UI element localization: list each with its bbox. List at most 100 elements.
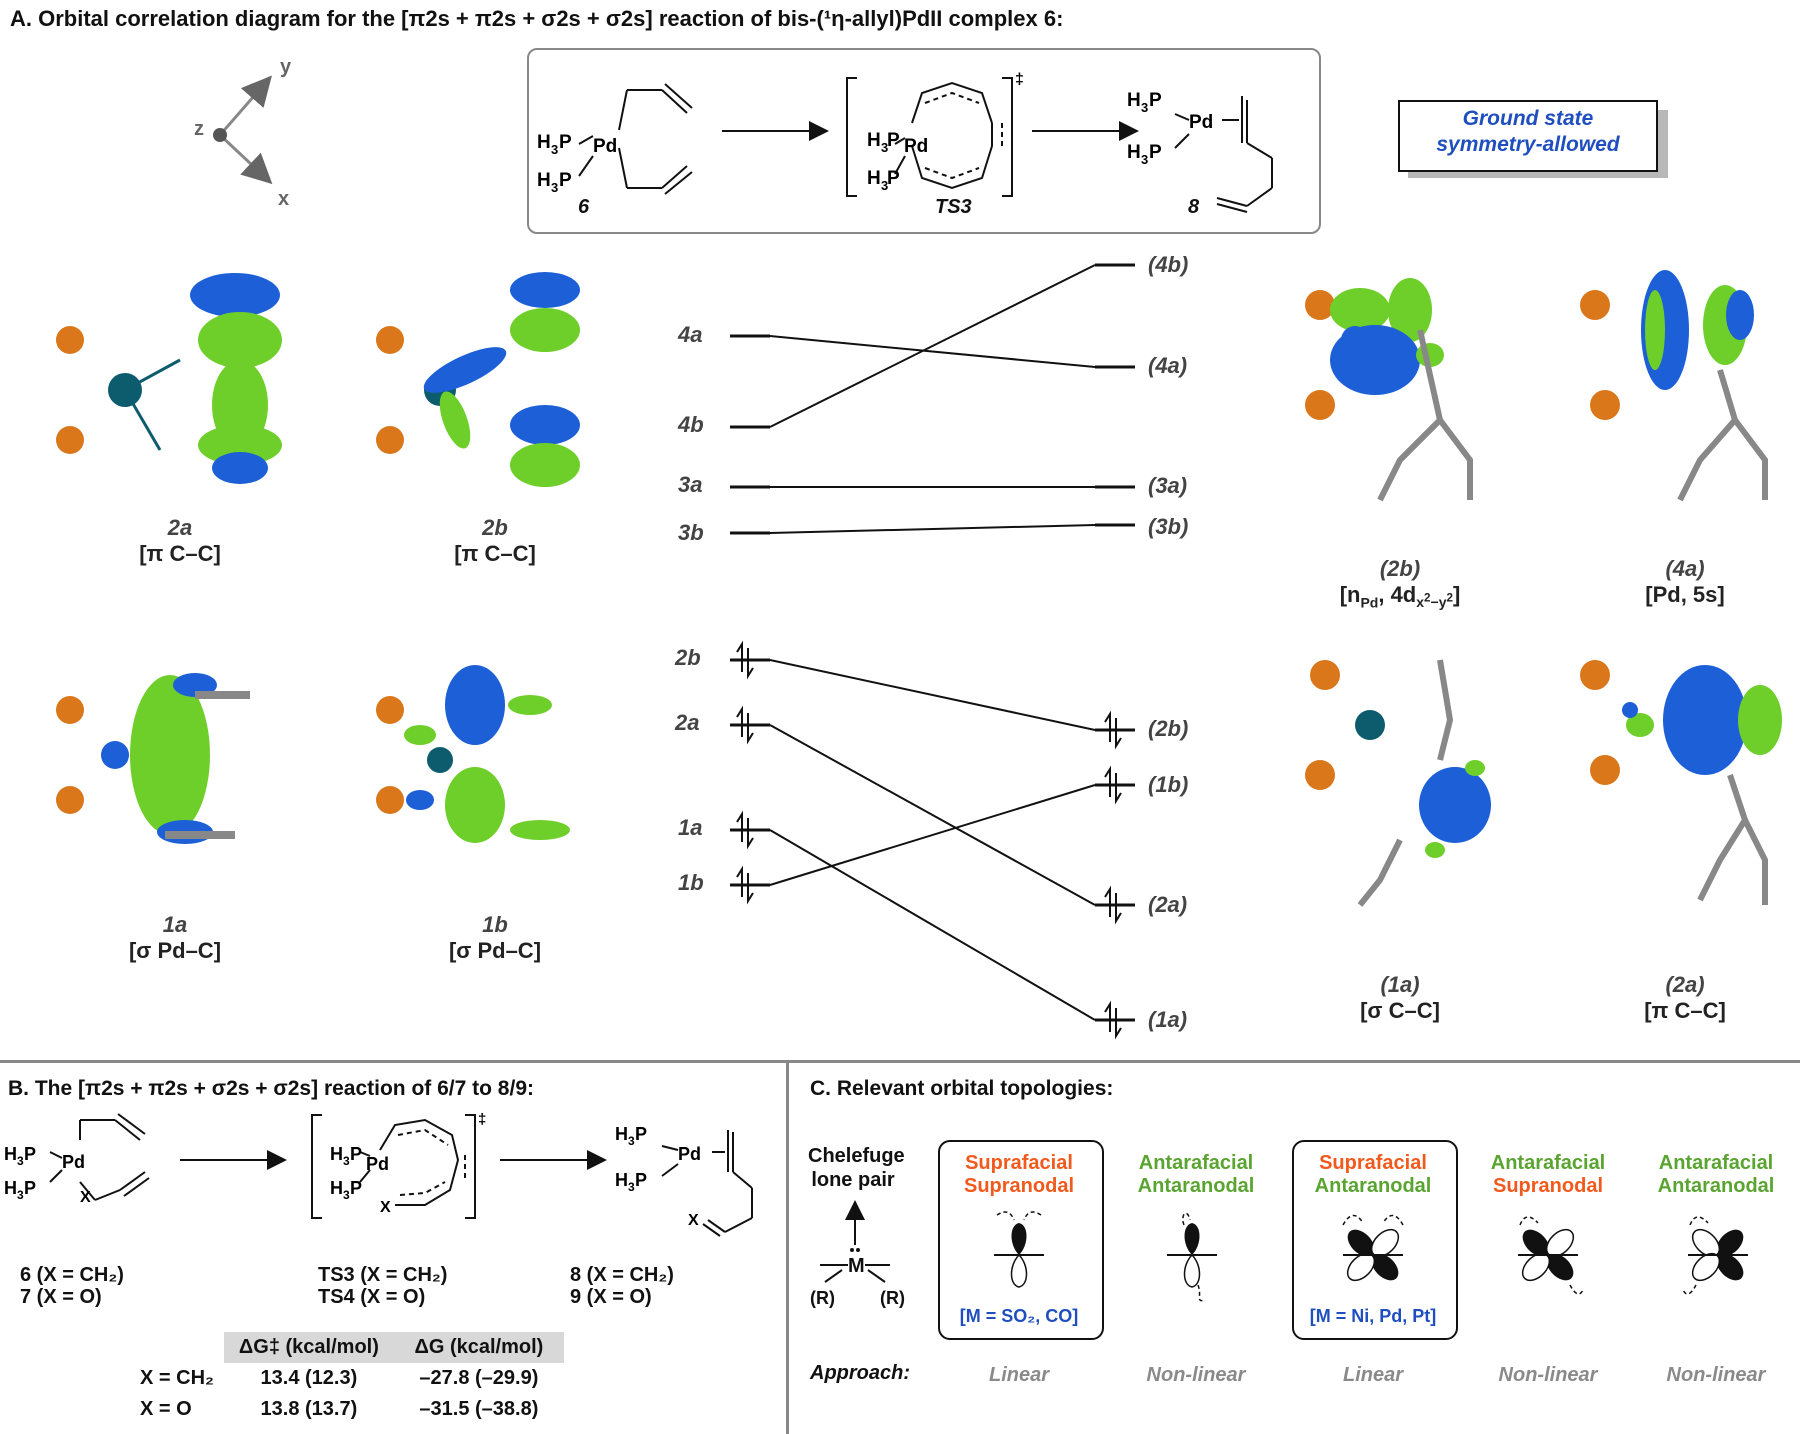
svg-text:3: 3 <box>881 178 888 193</box>
orbital-caption-1a: 1a [σ Pd–C] <box>128 912 222 963</box>
svg-text:P: P <box>559 132 572 153</box>
level-left-2b: 2b <box>675 645 701 670</box>
orbital-2b <box>376 272 580 487</box>
topology-2-label: Antarafacial Antaranodal <box>1137 1152 1255 1197</box>
level-right-4b: (4b) <box>1148 252 1189 277</box>
topology-3-label: Suprafacial Antaranodal <box>1314 1152 1432 1197</box>
orbital-caption-1b: 1b [σ Pd–C] <box>448 912 542 963</box>
orbital-r-2a <box>1580 660 1782 905</box>
level-right-3b: (3b) <box>1148 514 1189 539</box>
svg-text:Pd: Pd <box>678 1144 701 1164</box>
svg-text:P: P <box>350 1178 362 1198</box>
level-right-2a: (2a) <box>1148 892 1188 917</box>
orbital-r-4a <box>1580 270 1768 502</box>
topology-1-label: Suprafacial Supranodal <box>963 1152 1074 1197</box>
r-label-left: (R) <box>810 1288 835 1308</box>
orbital-caption-2b: 2b [π C–C] <box>454 515 536 566</box>
level-right-3a: (3a) <box>1148 473 1188 498</box>
level-left-2a: 2a <box>675 710 700 735</box>
svg-text:P: P <box>350 1144 362 1164</box>
svg-text:H: H <box>615 1170 628 1190</box>
svg-text:Pd: Pd <box>62 1152 85 1172</box>
svg-text:3: 3 <box>17 1154 24 1168</box>
panel-b-ts-labels: TS3 (X = CH₂) TS4 (X = O) <box>318 1264 448 1308</box>
svg-text:P: P <box>24 1144 36 1164</box>
svg-text:3: 3 <box>628 1180 635 1194</box>
orbital-caption-r-4a: (4a) [Pd, 5s] <box>1645 556 1725 607</box>
level-left-4a: 4a <box>678 322 703 347</box>
svg-text:H: H <box>4 1144 17 1164</box>
level-right-2b: (2b) <box>1148 716 1189 741</box>
level-left-1b: 1b <box>678 870 704 895</box>
approach-3: Linear <box>1342 1364 1404 1386</box>
svg-text:‡: ‡ <box>1015 71 1024 88</box>
panel-c-title: C. Relevant orbital topologies: <box>810 1077 1114 1100</box>
svg-text:P: P <box>887 130 900 151</box>
approach-label: Approach: <box>810 1362 910 1384</box>
panel-b-title: B. The [π2s + π2s + σ2s + σ2s] reaction … <box>8 1077 534 1100</box>
ground-state-box: Ground state symmetry-allowed <box>1398 100 1658 172</box>
svg-text:3: 3 <box>1141 152 1148 167</box>
header-dg-act: ΔG‡ (kcal/mol) <box>223 1332 394 1363</box>
orbital-caption-2a: 2a [π C–C] <box>139 515 221 566</box>
level-right-1b: (1b) <box>1148 772 1189 797</box>
topology-3-icon <box>1342 1214 1404 1282</box>
level-right-4a: (4a) <box>1148 353 1188 378</box>
metal-label: M <box>848 1255 865 1278</box>
topology-1-icon <box>994 1211 1044 1288</box>
svg-text:3: 3 <box>628 1134 635 1148</box>
orbital-1a <box>56 673 250 844</box>
approach-1: Linear <box>988 1364 1050 1386</box>
svg-text:H: H <box>537 170 551 191</box>
topology-5-label: Antarafacial Antaranodal <box>1657 1152 1775 1197</box>
level-right-1a: (1a) <box>1148 1007 1188 1032</box>
svg-text:3: 3 <box>881 140 888 155</box>
svg-text:H: H <box>867 130 881 151</box>
divider-horizontal <box>0 1060 1800 1063</box>
scheme-label-8: 8 <box>1188 196 1200 218</box>
svg-text:P: P <box>1149 142 1162 163</box>
svg-text:Pd: Pd <box>1189 112 1213 133</box>
svg-text:H: H <box>1127 142 1141 163</box>
svg-text:3: 3 <box>551 142 558 157</box>
orbital-1b <box>376 665 570 843</box>
panel-b-reactant-labels: 6 (X = CH₂) 7 (X = O) <box>20 1264 124 1308</box>
svg-text:P: P <box>635 1170 647 1190</box>
table-row: X = CH₂ 13.4 (12.3) –27.8 (–29.9) <box>140 1367 539 1389</box>
correlation-diagram <box>730 263 1135 1040</box>
orbital-caption-r-2a: (2a) [π C–C] <box>1644 972 1726 1023</box>
svg-text:3: 3 <box>17 1188 24 1202</box>
axis-x-label: x <box>278 188 290 210</box>
svg-text:Pd: Pd <box>593 136 617 157</box>
topology-box-3 <box>1292 1140 1458 1340</box>
approach-5: Non-linear <box>1666 1364 1766 1386</box>
panel-b-product-labels: 8 (X = CH₂) 9 (X = O) <box>570 1264 674 1308</box>
svg-text:3: 3 <box>1141 100 1148 115</box>
orbital-images <box>56 270 1782 907</box>
orbital-r-2b <box>1305 278 1473 502</box>
svg-text:X: X <box>688 1212 699 1229</box>
svg-text:P: P <box>635 1124 647 1144</box>
axis-y-label: y <box>280 56 292 78</box>
svg-text:P: P <box>559 170 572 191</box>
topology-3-note: [M = Ni, Pd, Pt] <box>1309 1306 1437 1326</box>
nPd-caption: [nPd, 4dx2−y2] <box>1339 582 1461 611</box>
svg-text:3: 3 <box>343 1188 350 1202</box>
level-left-4b: 4b <box>678 412 704 437</box>
svg-text:‡: ‡ <box>478 1111 486 1128</box>
svg-text:3: 3 <box>343 1154 350 1168</box>
svg-text:H: H <box>615 1124 628 1144</box>
scheme-structures: H 3 P Pd H 3 P H 3 P Pd H 3 P ‡ H 3 P Pd… <box>537 71 1273 213</box>
approach-4: Non-linear <box>1498 1364 1598 1386</box>
axis-z-label: z <box>194 118 204 140</box>
svg-text:P: P <box>24 1178 36 1198</box>
chelefuge-label: Chelefuge lone pair <box>808 1145 905 1191</box>
svg-text:H: H <box>330 1178 343 1198</box>
orbital-r-1a <box>1305 659 1491 907</box>
table-row: X = O 13.8 (13.7) –31.5 (–38.8) <box>140 1398 539 1420</box>
svg-text:Pd: Pd <box>366 1154 389 1174</box>
approach-2: Non-linear <box>1146 1364 1246 1386</box>
svg-text:P: P <box>887 168 900 189</box>
svg-text:H: H <box>867 168 881 189</box>
